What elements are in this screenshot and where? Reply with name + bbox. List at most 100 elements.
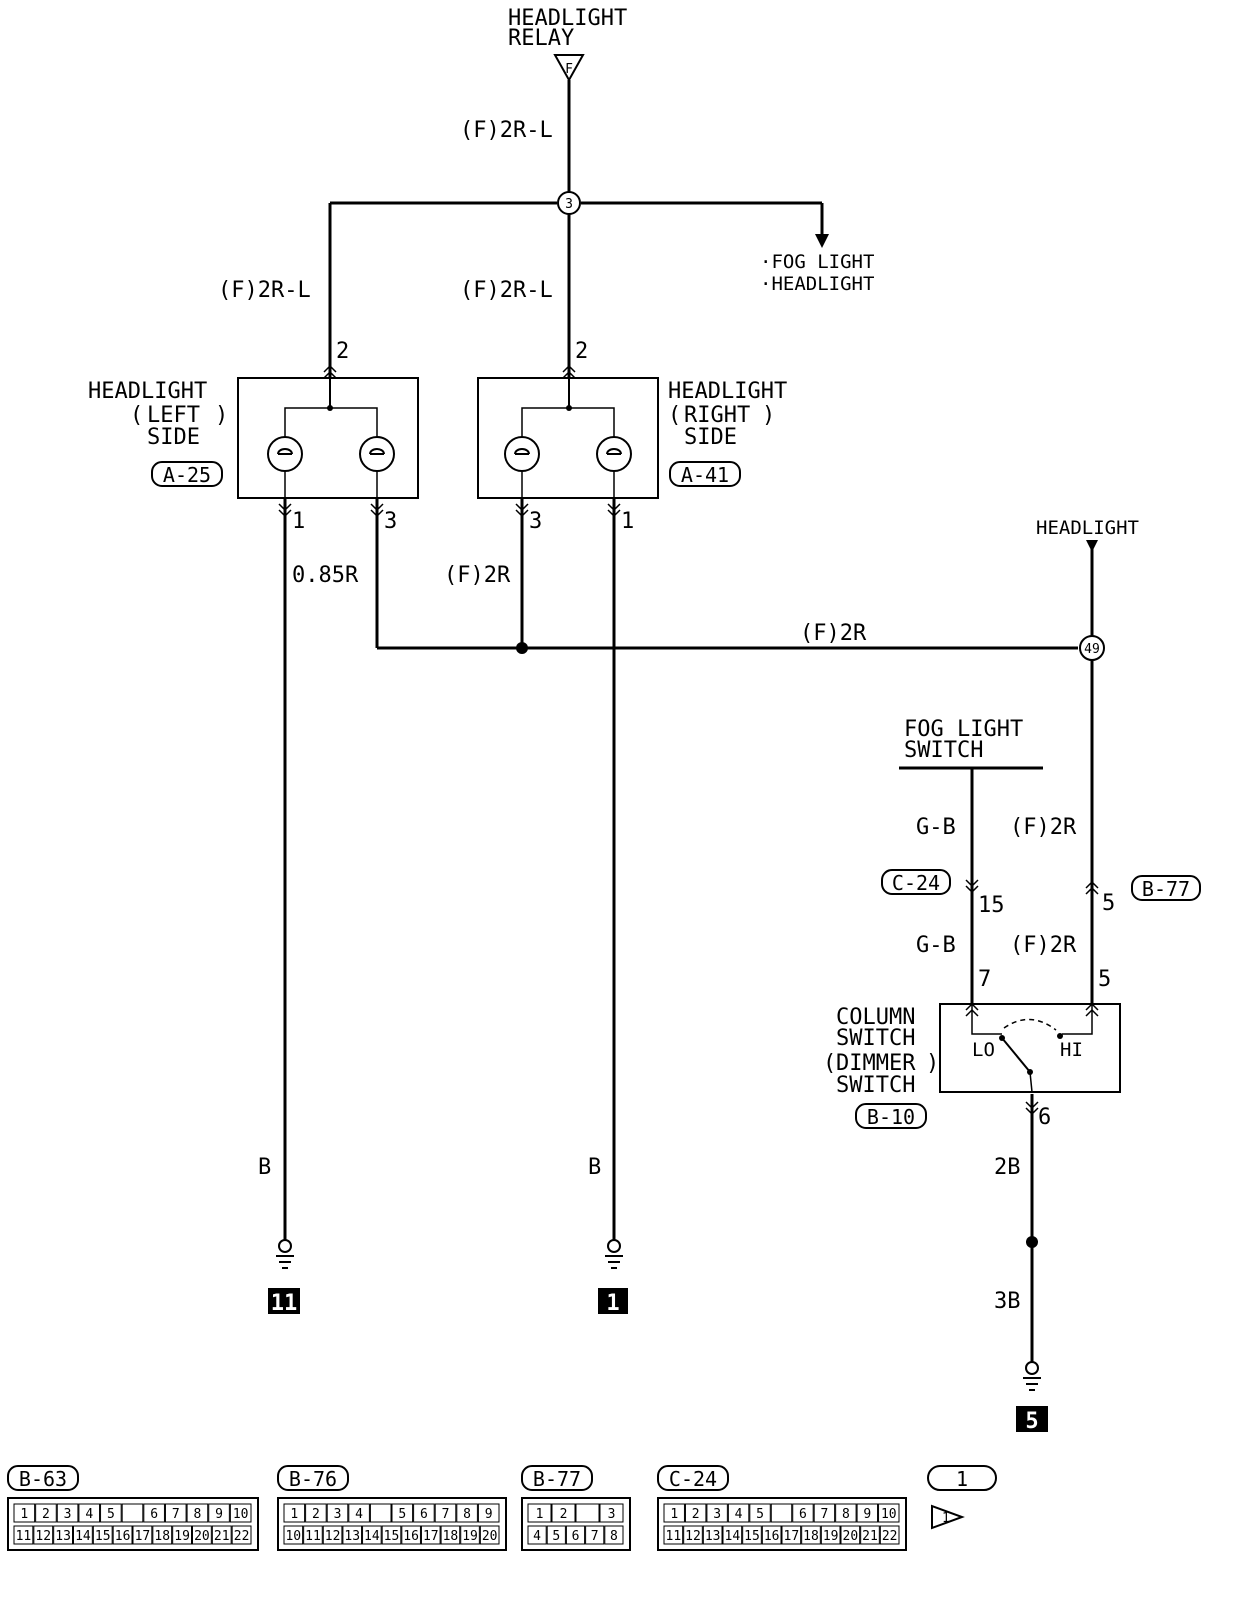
connector-view-label: B-63 (19, 1467, 67, 1491)
cavity-number: 3 (334, 1507, 342, 1522)
wire-label-dimmer-upper: 2B (994, 1155, 1021, 1180)
connector-cavity (477, 1503, 500, 1523)
connector-cavity (53, 1525, 74, 1545)
pin-label: 15 (978, 893, 1005, 918)
connector-cavity (348, 1503, 370, 1523)
connector-cavity (860, 1525, 880, 1545)
connector-cavity (663, 1503, 685, 1523)
connector-cavity (121, 1503, 144, 1523)
fog-switch-title-1: FOG LIGHT (904, 717, 1023, 742)
cavity-number: 18 (443, 1529, 459, 1544)
connector-cavity (326, 1503, 349, 1523)
pin-label: 7 (978, 967, 991, 992)
connector-view-label: B-77 (533, 1467, 581, 1491)
cavity-number: 11 (16, 1529, 32, 1544)
headlight-left-title: HEADLIGHT (88, 379, 207, 404)
cavity-number: 21 (862, 1529, 878, 1544)
pin-label: 1 (292, 509, 305, 534)
cavity-number: 3 (64, 1507, 72, 1522)
relay-terminal-label: F (565, 62, 573, 77)
ground-label-1: 1 (606, 1291, 619, 1316)
wire-label-right-pin3: (F)2R (444, 563, 511, 588)
connector-cavity (303, 1525, 323, 1545)
cavity-number: 13 (344, 1529, 360, 1544)
pin-label: 2 (575, 339, 588, 364)
ground-icon (276, 1239, 294, 1269)
cavity-number: 20 (194, 1529, 210, 1544)
connector-cavity (575, 1503, 600, 1523)
wire-label-left-feed: (F)2R-L (218, 278, 311, 303)
connector-cavity (56, 1503, 79, 1523)
connector-cavity (401, 1525, 421, 1545)
connector-cavity (761, 1525, 782, 1545)
column-switch-title-4: SWITCH (836, 1073, 915, 1098)
legend-label: 1 (956, 1467, 968, 1491)
cavity-number: 8 (193, 1507, 201, 1522)
switch-hi-label: HI (1060, 1039, 1083, 1061)
cavity-number: 22 (234, 1529, 250, 1544)
connector-cavity (33, 1525, 54, 1545)
connector-badge (669, 461, 741, 487)
connector-cavity (878, 1503, 900, 1523)
headlight-dest-label: HEADLIGHT (1036, 517, 1139, 539)
connector-cavity (35, 1503, 57, 1523)
column-switch-title-3: DIMMER (836, 1051, 916, 1076)
connector-cavity (208, 1503, 230, 1523)
ground-icon (605, 1239, 623, 1269)
wire-label-relay: (F)2R-L (460, 118, 553, 143)
switch-lo-label: LO (972, 1039, 995, 1061)
cavity-number: 9 (485, 1507, 493, 1522)
cavity-number: 6 (420, 1507, 428, 1522)
cavity-number: 20 (843, 1529, 859, 1544)
connector-cavity (565, 1525, 586, 1545)
headlight-right-side1: RIGHT (684, 403, 750, 428)
relay-terminal-icon (553, 54, 585, 83)
connector-cavity (369, 1503, 392, 1523)
connector-cavity (599, 1503, 624, 1523)
fog-dest-line1: ·FOG LIGHT (760, 251, 874, 273)
connector-cavity (231, 1525, 252, 1545)
connector-face (7, 1497, 259, 1551)
legend-mark-label: 1 (942, 1511, 950, 1526)
cavity-number: 6 (799, 1507, 807, 1522)
junction-right-label: 49 (1084, 642, 1100, 657)
pin-label: 2 (336, 339, 349, 364)
pin-label: 3 (384, 509, 397, 534)
connector-cavity (434, 1503, 457, 1523)
connector-cavity (792, 1503, 814, 1523)
connector-a25: A-25 (163, 463, 211, 487)
connector-cavity (112, 1525, 133, 1545)
connector-cavity (551, 1503, 576, 1523)
cavity-number: 17 (784, 1529, 800, 1544)
junction-right (1079, 635, 1105, 661)
cavity-number: 21 (214, 1529, 230, 1544)
connector-cavity (840, 1525, 861, 1545)
ground-icon (1023, 1361, 1041, 1391)
connector-cavity (749, 1503, 771, 1523)
connector-cavity (684, 1503, 707, 1523)
connector-cavity (585, 1525, 605, 1545)
connector-cavity (100, 1503, 122, 1523)
cavity-number: 12 (685, 1529, 701, 1544)
cavity-number: 16 (403, 1529, 419, 1544)
connector-cavity (13, 1503, 36, 1523)
relay-title-2: RELAY (508, 26, 574, 51)
cavity-number: 1 (670, 1507, 678, 1522)
connector-view-label: C-24 (669, 1467, 717, 1491)
cavity-number: 15 (744, 1529, 760, 1544)
pin-label: 5 (1098, 967, 1111, 992)
connector-cavity (781, 1525, 802, 1545)
bulb-icon (596, 436, 632, 472)
cavity-number: 1 (536, 1507, 544, 1522)
column-switch (939, 1003, 1121, 1093)
cavity-number: 5 (552, 1529, 560, 1544)
connector-badge (7, 1465, 79, 1491)
wire-label-hi-upper: (F)2R (1010, 815, 1077, 840)
headlight-right-title: HEADLIGHT (668, 379, 787, 404)
cavity-number: 4 (533, 1529, 541, 1544)
connector-cavity (604, 1525, 624, 1545)
cavity-number: 6 (150, 1507, 158, 1522)
